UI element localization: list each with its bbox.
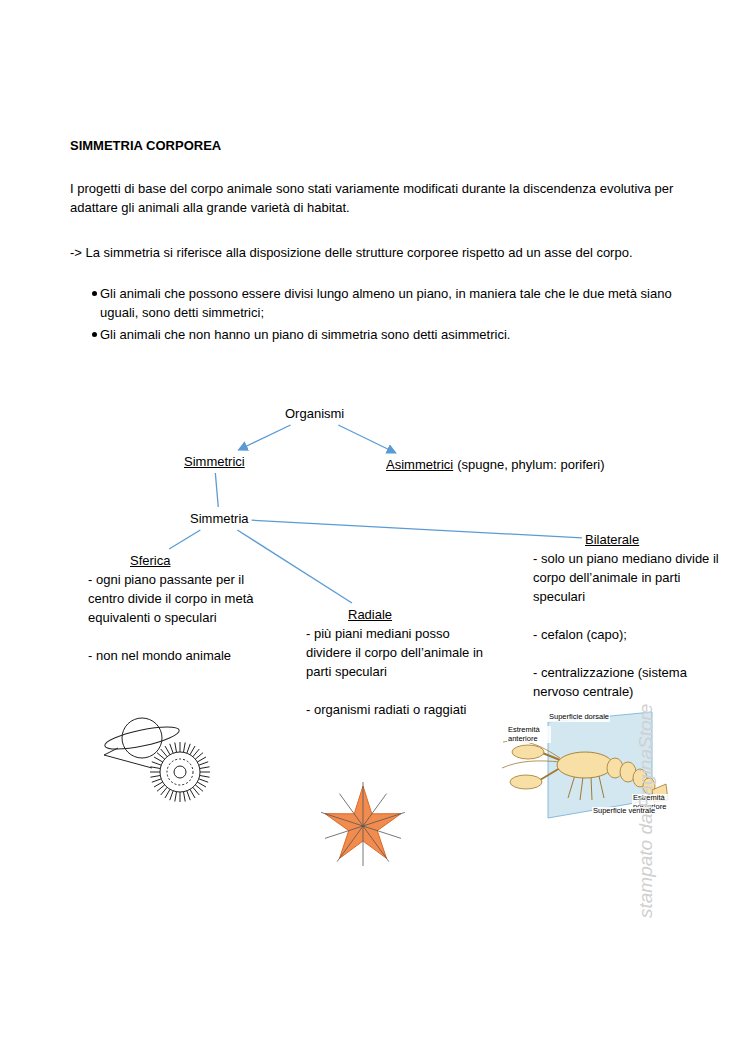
connector-line	[215, 473, 218, 507]
symmetry-plane-line	[339, 794, 388, 862]
symmetry-type: Sferica- ogni piano passante per il cent…	[86, 550, 266, 666]
spike-stroke	[170, 744, 173, 753]
node-body: - più piani mediani posso dividere il co…	[306, 624, 487, 681]
spike-stroke	[190, 789, 195, 798]
category-node: Organismi	[283, 403, 348, 424]
spike-stroke	[170, 791, 173, 800]
spike-stroke	[197, 757, 206, 762]
spike-stroke	[195, 785, 203, 791]
connector-line	[252, 520, 582, 538]
watermark: stampato da PaginaStore	[636, 704, 656, 918]
paragraph: I progetti di base del corpo animale son…	[70, 179, 685, 217]
spike-stroke	[187, 744, 190, 753]
category-node: Simmetrici	[182, 451, 248, 472]
symmetry-plane-line	[337, 794, 386, 862]
node-body: - solo un piano mediano divide il corpo …	[533, 549, 727, 606]
spike-stroke	[197, 782, 206, 787]
node-body: - cefalon (capo);	[533, 625, 727, 644]
spike-stroke	[165, 746, 170, 755]
node-heading: Bilaterale	[533, 530, 727, 549]
node-body: - non nel mondo animale	[88, 646, 264, 665]
node-heading: Simmetria	[190, 509, 250, 528]
paragraph: -> La simmetria si riferisce alla dispos…	[70, 243, 700, 262]
node-body: - centralizzazione (sistema nervoso cent…	[533, 663, 727, 701]
figure-label: Superficie dorsale	[548, 713, 610, 722]
spike-stroke	[183, 742, 185, 752]
figure-label: Estremità anteriore	[507, 726, 551, 743]
spike-stroke	[193, 749, 199, 757]
node-heading: Organismi	[285, 404, 346, 423]
bullet-item: Gli animali che non hanno un piano di si…	[100, 325, 685, 344]
spike-stroke	[150, 775, 160, 777]
connector-line	[237, 530, 352, 603]
spike-stroke	[180, 792, 181, 802]
spike-stroke	[200, 767, 210, 769]
category-node: Asimmetrici(spugne, phylum: poriferi)	[384, 454, 608, 475]
connector-line	[169, 530, 200, 549]
symmetry-type: Bilaterale- solo un piano mediano divide…	[531, 529, 729, 702]
spike-stroke	[150, 772, 160, 773]
spike-stroke	[161, 749, 167, 757]
starfish-figure	[321, 782, 405, 866]
spike-stroke	[154, 782, 163, 787]
spike-stroke	[152, 779, 161, 782]
bullet-dot	[92, 291, 97, 296]
spike-stroke	[180, 742, 181, 752]
bullet-dot	[92, 332, 97, 337]
node-body: - ogni piano passante per il centro divi…	[88, 570, 264, 627]
spike-stroke	[190, 746, 195, 755]
page-title: SIMMETRIA CORPOREA	[70, 136, 221, 155]
spike-stroke	[175, 792, 177, 802]
spike-stroke	[199, 779, 208, 782]
node-heading: Sferica	[88, 551, 264, 570]
sphere-figure	[103, 718, 210, 802]
node-heading: Simmetrici	[184, 452, 246, 471]
spike-stroke	[150, 767, 160, 769]
spike-stroke	[165, 789, 170, 798]
symmetry-plane-line	[321, 812, 401, 838]
symmetry-plane-line	[325, 812, 405, 838]
node-body: - organismi radiati o raggiati	[306, 700, 487, 719]
spike-stroke	[152, 762, 161, 765]
node-body: (spugne, phylum: poriferi)	[457, 455, 604, 474]
spike-stroke	[154, 757, 163, 762]
category-node: Simmetria	[188, 508, 252, 529]
bullet-item: Gli animali che possono essere divisi lu…	[100, 284, 685, 322]
spike-stroke	[157, 785, 165, 791]
spike-stroke	[161, 787, 167, 795]
spike-stroke	[200, 772, 210, 773]
spike-stroke	[193, 787, 199, 795]
spike-stroke	[187, 791, 190, 800]
connector-line	[238, 425, 290, 450]
symmetry-plane-line	[363, 782, 364, 866]
node-heading: Radiale	[306, 605, 487, 624]
connector-line	[338, 425, 396, 453]
spike-stroke	[199, 762, 208, 765]
symmetry-type: Radiale- più piani mediani posso divider…	[304, 604, 489, 720]
spike-stroke	[195, 753, 203, 759]
node-heading: Asimmetrici	[386, 455, 453, 474]
spike-stroke	[183, 792, 185, 802]
spike-stroke	[200, 775, 210, 777]
spike-stroke	[157, 753, 165, 759]
spike-stroke	[175, 742, 177, 752]
